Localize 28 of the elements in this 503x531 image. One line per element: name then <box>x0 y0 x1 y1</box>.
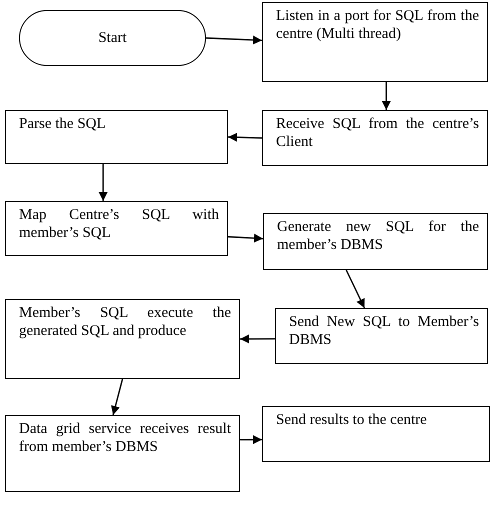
arrow <box>240 334 275 344</box>
process-box <box>263 213 488 270</box>
node-text: Generate new SQL for the member’s DBMS <box>277 218 479 254</box>
node-text: Map Centre’s SQL with member’s SQL <box>19 206 219 242</box>
process-box <box>262 2 488 82</box>
node-text: Start <box>97 29 128 47</box>
node-text: Send New SQL to Member’s DBMS <box>289 313 479 349</box>
node-text: Receive SQL from the centre’s Client <box>276 115 479 151</box>
node-text: Parse the SQL <box>19 115 107 133</box>
process-box <box>275 308 488 364</box>
arrow <box>346 270 366 308</box>
arrow <box>228 132 262 142</box>
node-text: Send results to the centre <box>276 411 428 429</box>
process-box <box>262 406 490 462</box>
process-box <box>5 299 240 379</box>
arrow <box>382 82 391 110</box>
process-box <box>5 110 228 164</box>
arrow <box>228 234 264 243</box>
process-box <box>262 110 488 166</box>
node-text: Member’s SQL execute the generated SQL and produce <box>19 304 231 340</box>
process-box <box>5 415 240 492</box>
arrow <box>206 36 262 44</box>
arrow <box>111 378 124 416</box>
arrow <box>240 435 262 444</box>
process-box <box>5 201 228 256</box>
node-text: Data grid service receives result from member’s DBMS <box>19 420 231 456</box>
arrow <box>98 164 108 201</box>
node-text: Listen in a port for SQL from the centre (Multi thread) <box>276 7 479 43</box>
